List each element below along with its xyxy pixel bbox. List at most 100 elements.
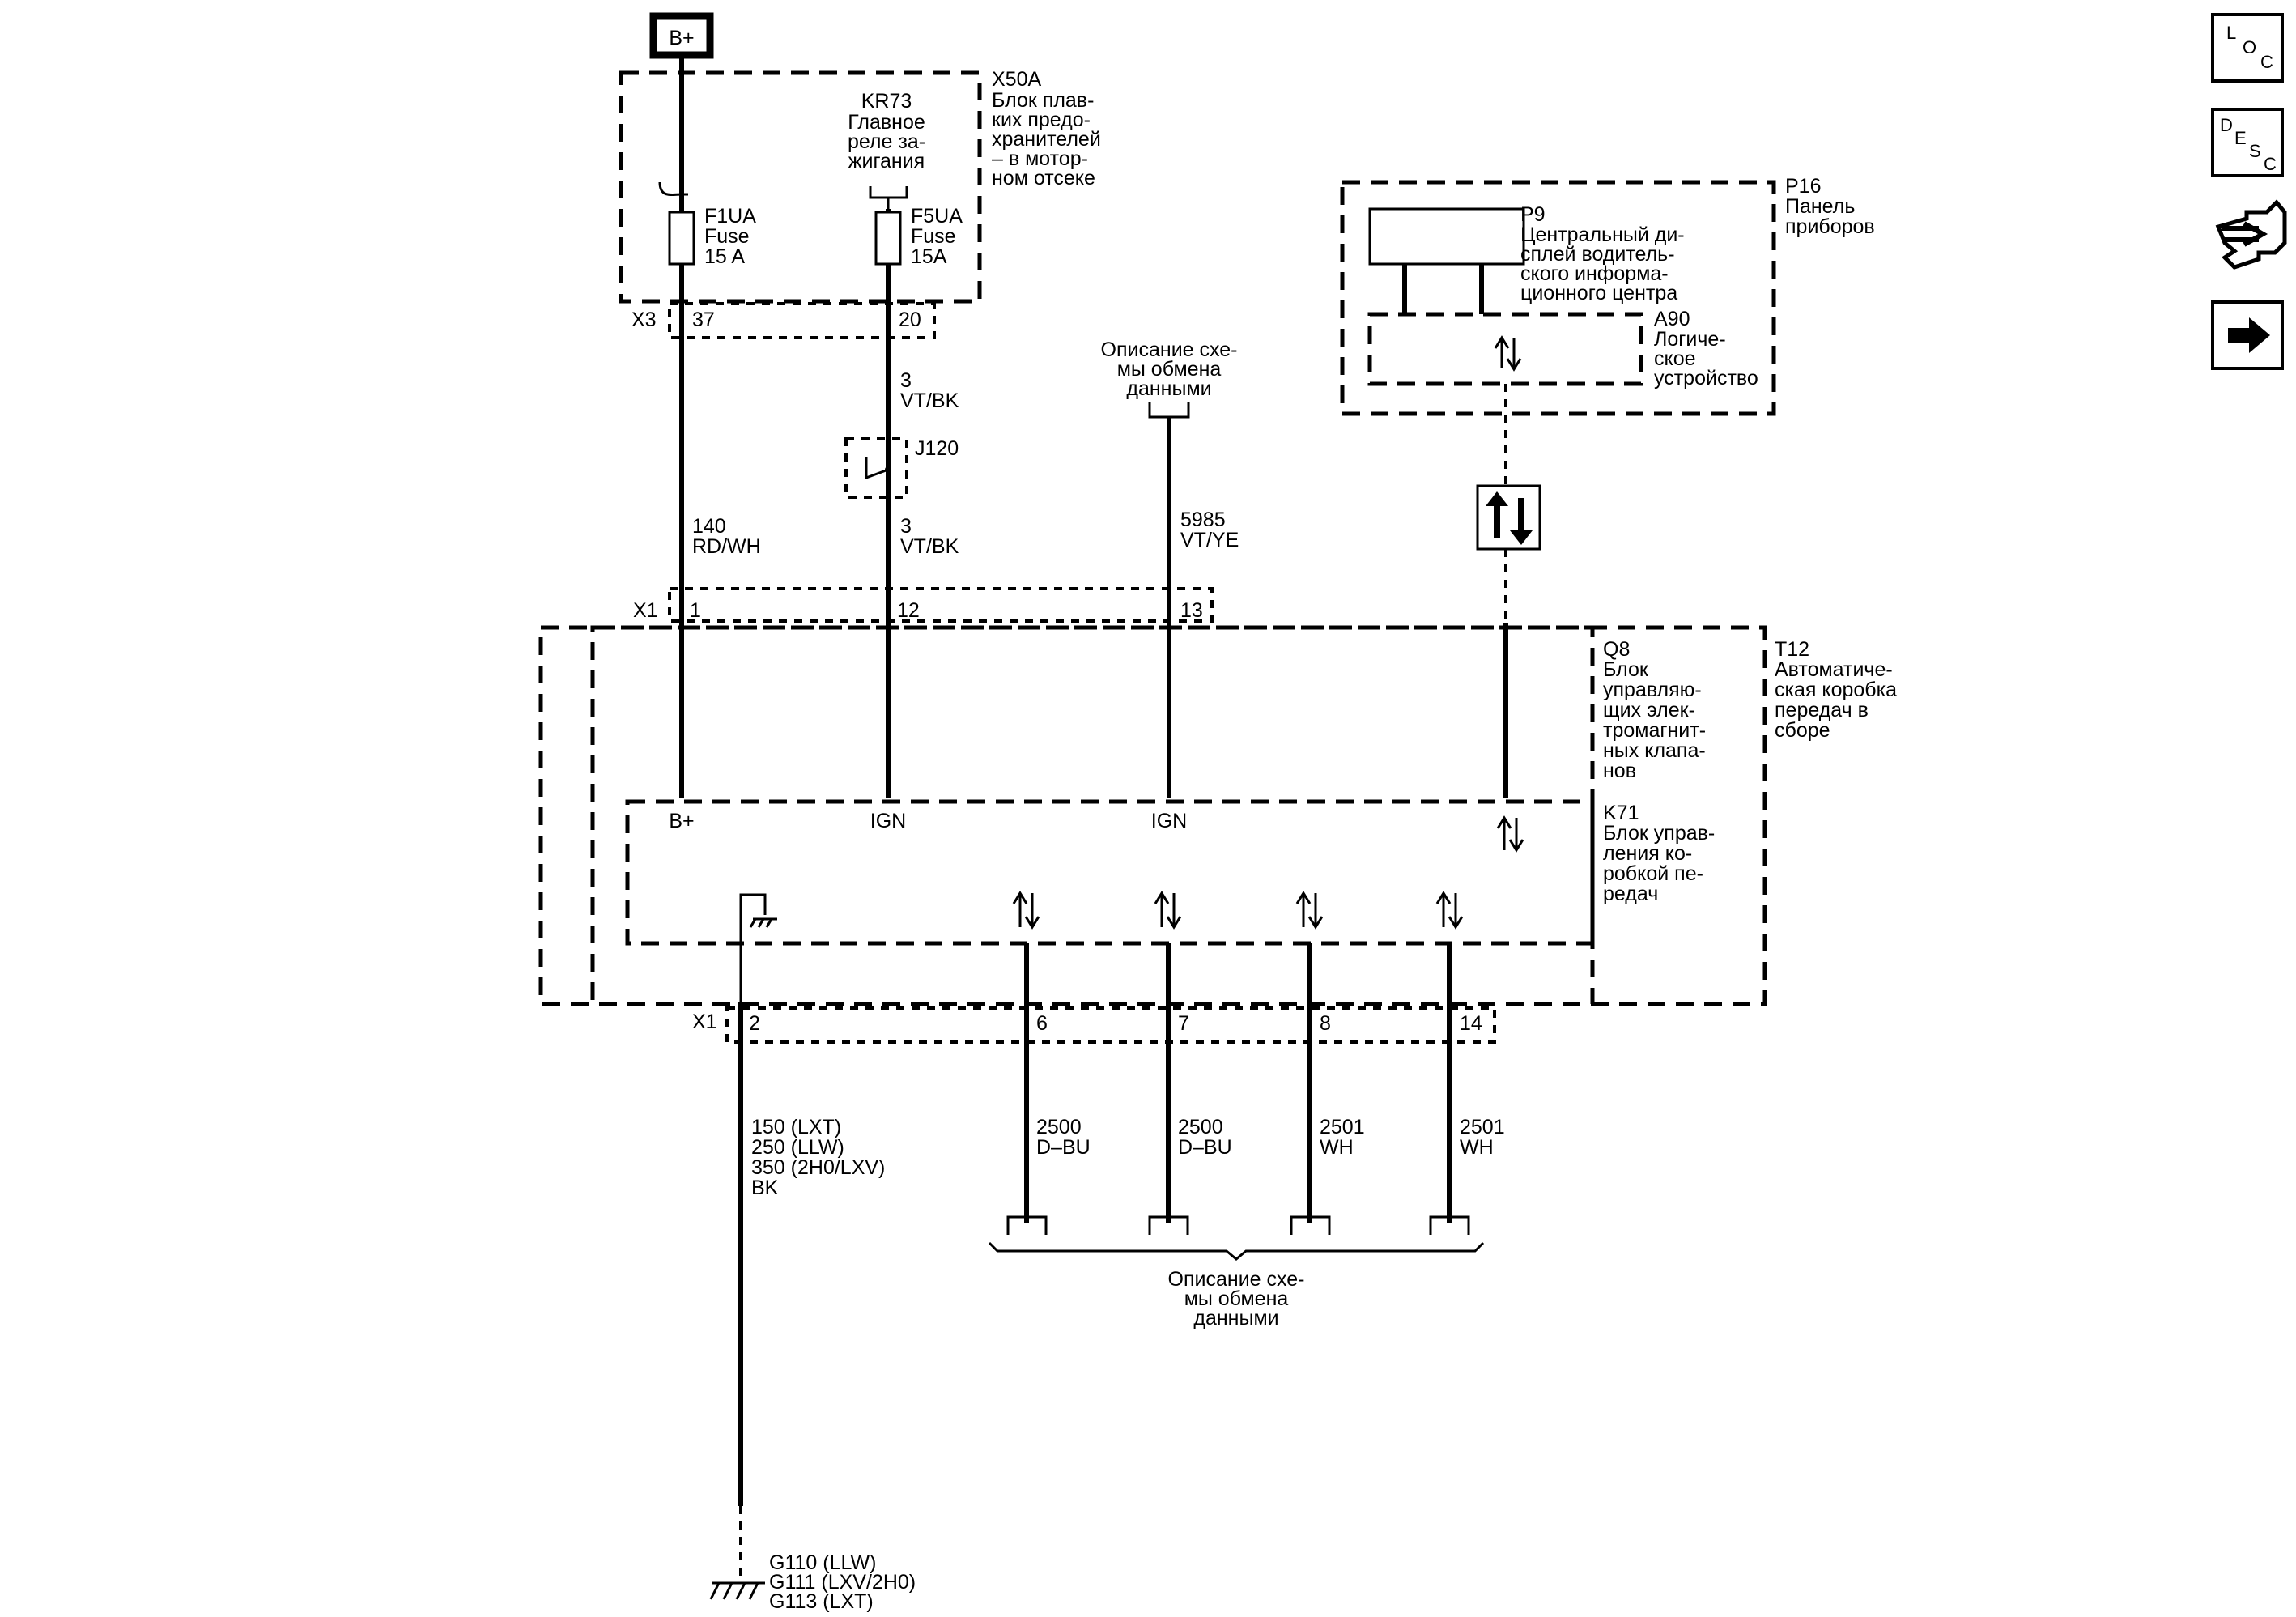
connector-x3: X3 37 20 xyxy=(631,302,936,339)
fuse-block-name-4: – в мотор- xyxy=(992,147,1088,170)
wire-5985-color: VT/YE xyxy=(1180,529,1239,551)
desc-button[interactable]: D E S C xyxy=(2211,108,2284,177)
ground-g110: G110 (LLW) xyxy=(769,1551,876,1574)
connector-x1-top-pin-1: 1 xyxy=(690,599,701,622)
data-desc-top-1: Описание схе- xyxy=(1101,338,1238,361)
bidirectional-arrow-icon xyxy=(1496,815,1524,853)
bidirectional-arrow-icon xyxy=(1295,891,1324,930)
instrument-panel-p16: P16 Панель приборов P9 Центральный ди- с… xyxy=(1340,175,1875,416)
tcm-k71: K71 Блок управ- ления ко- робкой пе- ред… xyxy=(625,799,1715,1002)
wire-140-num: 140 xyxy=(692,515,726,538)
loc-letter-o: O xyxy=(2243,37,2256,57)
solenoid-ref: Q8 xyxy=(1603,638,1630,661)
wire-3b-color: VT/BK xyxy=(900,535,959,558)
connector-x1-bottom-pin-6: 6 xyxy=(1036,1012,1048,1035)
chassis-ground-icon xyxy=(709,1581,765,1600)
relay-name-2: реле за- xyxy=(848,130,925,153)
relay-ref: KR73 xyxy=(861,90,912,113)
connector-x1-top: X1 1 12 13 xyxy=(633,587,1214,623)
wire-6-color: D–BU xyxy=(1036,1136,1091,1159)
solenoid-name-3: щих элек- xyxy=(1603,699,1695,721)
fuse1-line-1: F1UA xyxy=(704,205,756,228)
display-ref: P9 xyxy=(1520,203,1546,226)
next-button[interactable] xyxy=(2211,300,2284,370)
logic-name-1: Логиче- xyxy=(1654,328,1726,351)
desc-letter-e: E xyxy=(2234,128,2247,148)
wire-14-num: 2501 xyxy=(1460,1116,1505,1138)
ground-g111: G111 (LXV/2H0) xyxy=(769,1571,916,1594)
loc-letter-l: L xyxy=(2226,23,2236,43)
wire-7-num: 2500 xyxy=(1178,1116,1223,1138)
tcm-terminal-ign-2: IGN xyxy=(1151,810,1187,832)
solenoid-name-5: ных клапа- xyxy=(1603,739,1706,762)
tcm-terminal-ign-1: IGN xyxy=(870,810,906,832)
desc-letter-c: C xyxy=(2264,154,2277,174)
display-name-3: ского информа- xyxy=(1520,262,1669,285)
data-bracket xyxy=(988,1241,1485,1261)
internal-ground-icon xyxy=(739,893,777,1002)
ground-wire-3: 350 (2H0/LXV) xyxy=(751,1156,885,1179)
data-desc-top-2: мы обмена xyxy=(1117,358,1222,381)
data-desc-bottom-1: Описание схе- xyxy=(1168,1268,1305,1291)
solenoid-name-4: тромагнит- xyxy=(1603,719,1706,742)
tcm-name-4: редач xyxy=(1603,883,1658,905)
wire-8-color: WH xyxy=(1320,1136,1354,1159)
bidirectional-arrow-icon xyxy=(1012,891,1040,930)
data-description-top: Описание схе- мы обмена данными xyxy=(1101,338,1238,419)
connector-x1-bottom-pin-7: 7 xyxy=(1178,1012,1189,1035)
display-name-1: Центральный ди- xyxy=(1520,223,1685,246)
bidirectional-arrow-icon xyxy=(1154,891,1182,930)
solenoid-name-6: нов xyxy=(1603,760,1636,782)
transmission-ref: T12 xyxy=(1775,638,1809,661)
panel-name-2: приборов xyxy=(1785,215,1875,238)
splice-ref: J120 xyxy=(915,437,959,460)
tcm-terminal-b-plus: B+ xyxy=(669,810,694,832)
fuse-f1ua: F1UA Fuse 15 A xyxy=(658,181,756,268)
data-desc-top-3: данными xyxy=(1126,377,1211,400)
fuse-block-ref: X50A xyxy=(992,68,1041,91)
tcm-name-2: ления ко- xyxy=(1603,842,1692,865)
data-description-bottom: Описание схе- мы обмена данными xyxy=(1168,1268,1305,1330)
tcm-name-1: Блок управ- xyxy=(1603,822,1715,845)
fuse1-line-3: 15 A xyxy=(704,245,745,268)
solenoid-name-2: управляю- xyxy=(1603,679,1702,701)
connector-x1-bottom-pin-8: 8 xyxy=(1320,1012,1331,1035)
power-source-label: B+ xyxy=(669,27,694,49)
connector-x1-top-pin-13: 13 xyxy=(1180,599,1203,622)
connector-x1-top-ref: X1 xyxy=(633,599,658,622)
fuse-block-name-3: хранителей xyxy=(992,128,1101,151)
connector-wrench-icon[interactable] xyxy=(2215,199,2287,270)
loc-button[interactable]: L O C xyxy=(2211,13,2284,83)
wire-3a-color: VT/BK xyxy=(900,389,959,412)
serial-data-block-icon xyxy=(1476,484,1541,551)
logic-ref: A90 xyxy=(1654,308,1690,330)
fuse2-line-3: 15A xyxy=(911,245,947,268)
loc-letter-c: C xyxy=(2260,52,2273,72)
wire-140-color: RD/WH xyxy=(692,535,761,558)
connector-x3-pin-20: 20 xyxy=(899,309,921,331)
data-desc-bottom-3: данными xyxy=(1193,1307,1278,1330)
connector-x3-pin-37: 37 xyxy=(692,309,715,331)
solenoid-name-1: Блок xyxy=(1603,658,1649,681)
wire-3a-num: 3 xyxy=(900,369,912,392)
power-source-b-plus: B+ xyxy=(649,12,714,59)
data-desc-bottom-2: мы обмена xyxy=(1184,1287,1289,1310)
fuse-block-name-1: Блок плав- xyxy=(992,89,1094,112)
connector-x1-bottom: X1 2 6 7 8 14 xyxy=(692,1006,1496,1044)
solenoid-body-q8: Q8 Блок управляю- щих элек- тромагнит- н… xyxy=(590,625,1706,1006)
transmission-name-2: ская коробка xyxy=(1775,679,1897,701)
tcm-name-3: робкой пе- xyxy=(1603,862,1703,885)
ground-g113: G113 (LXT) xyxy=(769,1590,874,1613)
logic-name-2: ское xyxy=(1654,347,1696,370)
transmission-name-3: передач в xyxy=(1775,699,1869,721)
tcm-ref: K71 xyxy=(1603,802,1639,824)
ground-wire-2: 250 (LLW) xyxy=(751,1136,844,1159)
wire-6-num: 2500 xyxy=(1036,1116,1082,1138)
connector-x1-top-pin-12: 12 xyxy=(897,599,920,622)
splice-j120: J120 xyxy=(844,437,959,499)
fuse2-line-1: F5UA xyxy=(911,205,963,228)
ground-wire-4: BK xyxy=(751,1177,779,1199)
transmission-name-1: Автоматиче- xyxy=(1775,658,1893,681)
connector-x1-bottom-ref: X1 xyxy=(692,1011,717,1033)
